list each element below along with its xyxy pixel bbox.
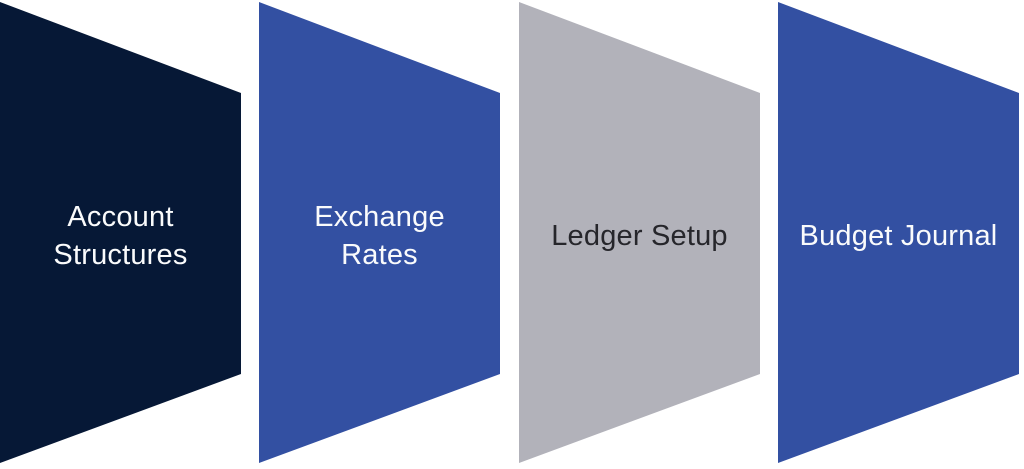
step-exchange-rates: Exchange Rates bbox=[259, 2, 500, 463]
step-ledger-setup: Ledger Setup bbox=[519, 2, 760, 463]
step-account-structures-label: Account Structures bbox=[53, 200, 188, 271]
step-ledger-setup-label: Ledger Setup bbox=[551, 219, 728, 252]
step-account-structures: Account Structures bbox=[0, 2, 241, 463]
step-budget-journal-label: Budget Journal bbox=[799, 219, 998, 252]
step-exchange-rates-label: Exchange Rates bbox=[314, 200, 445, 271]
step-budget-journal: Budget Journal bbox=[778, 2, 1019, 463]
